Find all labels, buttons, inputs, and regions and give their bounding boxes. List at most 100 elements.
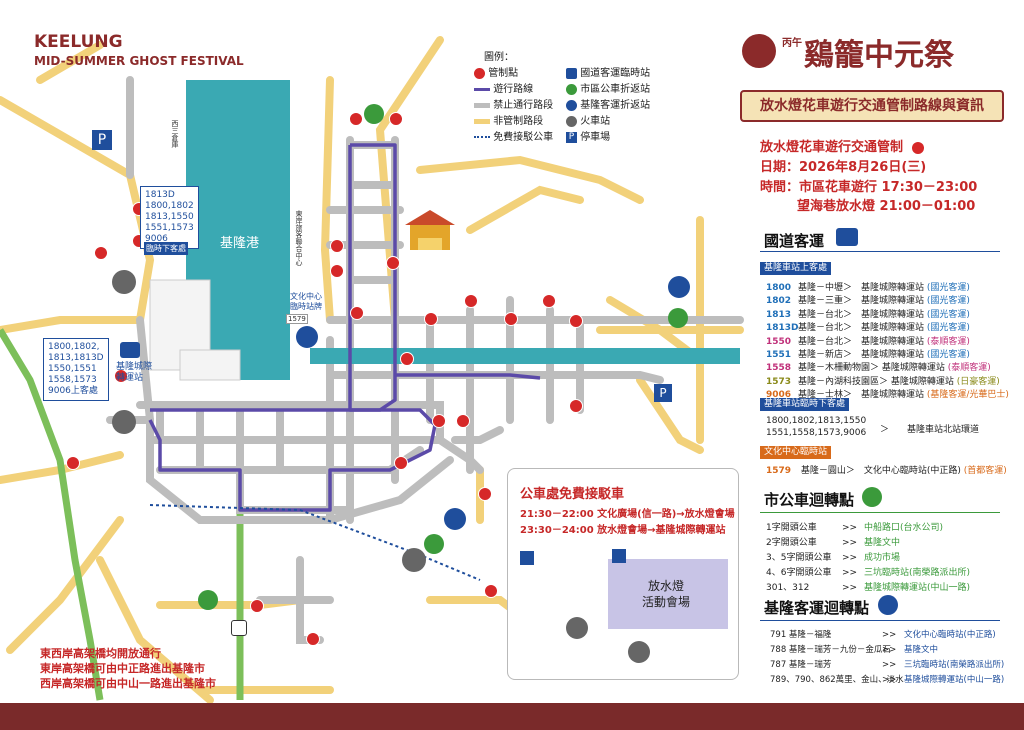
bus-route: 791 基隆－福隆 (770, 630, 832, 640)
parking-icon: P (654, 384, 672, 402)
city-bus-row: 3、5字開頭公車 >> 成功市場 (766, 550, 900, 563)
route-desc: 基隆－台北＞ 基隆城際轉運站 (798, 309, 925, 320)
keelung-bus-icon (296, 326, 318, 348)
train-icon (112, 270, 136, 294)
city-bus-row: 301、312>>基隆城際轉運站(中山一路) (766, 580, 970, 593)
title-en-line2: MID-SUMMER GHOST FESTIVAL (34, 54, 244, 68)
drop-routes-2: 1551,1558,1573,9006 (766, 428, 867, 438)
control-icon (911, 141, 924, 154)
intercity-bus-icon (120, 342, 140, 358)
control-point-icon (386, 256, 400, 270)
city-bus-icon (566, 83, 577, 95)
arrow: >> (842, 538, 858, 548)
legend-item: 市區公車折返站 (580, 84, 651, 95)
city-bus-title: 市公車迴轉點 (764, 491, 855, 509)
keelung-bus-icon (878, 595, 898, 615)
control-point-icon (306, 632, 320, 646)
legend-item: 遊行路線 (493, 84, 534, 95)
control-point-icon (330, 264, 344, 278)
route-no: 1573 (766, 376, 792, 387)
train-icon (566, 115, 577, 127)
turn-point: 成功市場 (864, 553, 901, 563)
route-operator: (國光客運) (926, 296, 970, 307)
train-icon (402, 548, 426, 572)
bus-group: 4、6字開頭公車 (766, 568, 832, 578)
route-operator: (國光客運) (926, 323, 970, 334)
legend-item: 火車站 (580, 116, 611, 127)
pier-east (179, 349, 241, 381)
keelung-bus-icon (444, 508, 466, 530)
turn-point: 文化中心臨時站(中正路) (904, 630, 996, 640)
city-bus-row: 4、6字開頭公車>>三坑臨時站(南榮路派出所) (766, 565, 970, 578)
control-time1: 時間：市區花車遊行 17:30－23:00 (760, 180, 978, 195)
intercity-bus-icon (566, 67, 577, 79)
parking-icon (520, 551, 534, 565)
intercity-sub3: 文化中心臨時站 (760, 446, 832, 459)
control-point-icon (432, 414, 446, 428)
control-point-icon (350, 306, 364, 320)
turn-point: 三坑臨時站(南榮路派出所) (904, 660, 1005, 670)
control-point-icon (330, 239, 344, 253)
bus-group: 1字開頭公車 (766, 523, 817, 533)
control-point-icon (250, 599, 264, 613)
non-controlled-roads (0, 328, 244, 701)
keelung-bus-row: 789、790、862萬里、金山、淡水>> 基隆城際轉運站(中山一路) (770, 673, 1004, 685)
intercity-sub2: 基隆車站臨時下客處 (760, 398, 850, 411)
control-point-icon (114, 369, 128, 383)
intercity-sub1: 基隆車站上客處 (760, 262, 832, 275)
arrow: >> (842, 553, 858, 563)
route-desc: 基隆－三重＞ 基隆城際轉運站 (798, 296, 925, 307)
keelung-bus-icon (668, 276, 690, 298)
route-no: 1813D (766, 323, 799, 334)
bus-route: 789、790、862萬里、金山、淡水 (770, 675, 904, 685)
control-point-icon (569, 314, 583, 328)
legend-title: 圖例： (484, 52, 514, 63)
legend-item: 停車場 (580, 132, 611, 143)
route-desc: 基隆－內湖科技園區＞ 基隆城際轉運站 (798, 376, 954, 387)
control-point-icon (389, 112, 403, 126)
bus-group: 3、5字開頭公車 (766, 553, 832, 563)
city-bus-icon (424, 534, 444, 554)
culture-center-label: 文化中心 臨時站牌 (290, 292, 322, 311)
temple-icon (405, 210, 455, 250)
closed-road-swatch (474, 102, 490, 108)
control-point-icon (456, 414, 470, 428)
intercity-bus-icon (836, 228, 858, 246)
shuttle-line1: 21:30－22:00 文化廣場(信一路)→放水燈會場 (520, 509, 735, 520)
route-no: 9006 (766, 390, 792, 401)
route-desc: 基隆－圓山＞ 文化中心臨時站(中正路) (800, 466, 961, 476)
title-cn-small: 丙午 (782, 38, 802, 49)
route-no: 1551 (766, 350, 792, 360)
arrow: >> (842, 568, 858, 578)
route-desc: 基隆－士林＞ 基隆城際轉運站 (798, 390, 925, 401)
city-bus-row: 1字開頭公車>>中船路口(台水公司) (766, 520, 943, 533)
control-point-icon (424, 312, 438, 326)
route-operator: (國光客運) (926, 283, 970, 293)
turn-point: 基隆城際轉運站(中山一路) (864, 583, 971, 593)
drop-dest: ＞ 基隆車站北站環道 (880, 425, 980, 435)
keelung-bus-title: 基隆客運迴轉點 (764, 599, 870, 617)
city-bus-row: 2字開頭公車>>基隆文中 (766, 535, 900, 548)
control-point-icon (542, 294, 556, 308)
legend-item: 非管制路段 (493, 116, 544, 127)
pickup-box: 1800,1802, 1813,1813D 1550,1551 1558,157… (43, 338, 109, 401)
harbor-label: 基隆港 (220, 236, 260, 251)
canal (310, 348, 740, 364)
control-point-icon (66, 456, 80, 470)
title-en-line1: KEELUNG (34, 32, 123, 52)
legend-item: 基隆客運折返站 (580, 100, 651, 111)
bus-group: 301、312 (766, 583, 810, 593)
legend-item: 管制點 (488, 68, 519, 79)
shuttle-line2: 23:30－24:00 放水燈會場→基隆城際轉運站 (520, 525, 726, 536)
route-desc: 基隆－新店＞ 基隆城際轉運站 (798, 350, 925, 360)
bottom-note-2: 東岸高架橋可由中正路進出基隆市 (40, 662, 205, 675)
arrow: >> (882, 675, 897, 685)
control-date: 日期：2026年8月26日(三) (760, 160, 927, 175)
venue-label1: 放水燈 (648, 579, 685, 593)
turn-point: 基隆城際轉運站(中山一路) (904, 675, 1005, 685)
keelung-bus-icon (566, 99, 577, 111)
venue-area (608, 559, 728, 629)
arrow: >> (882, 660, 897, 670)
